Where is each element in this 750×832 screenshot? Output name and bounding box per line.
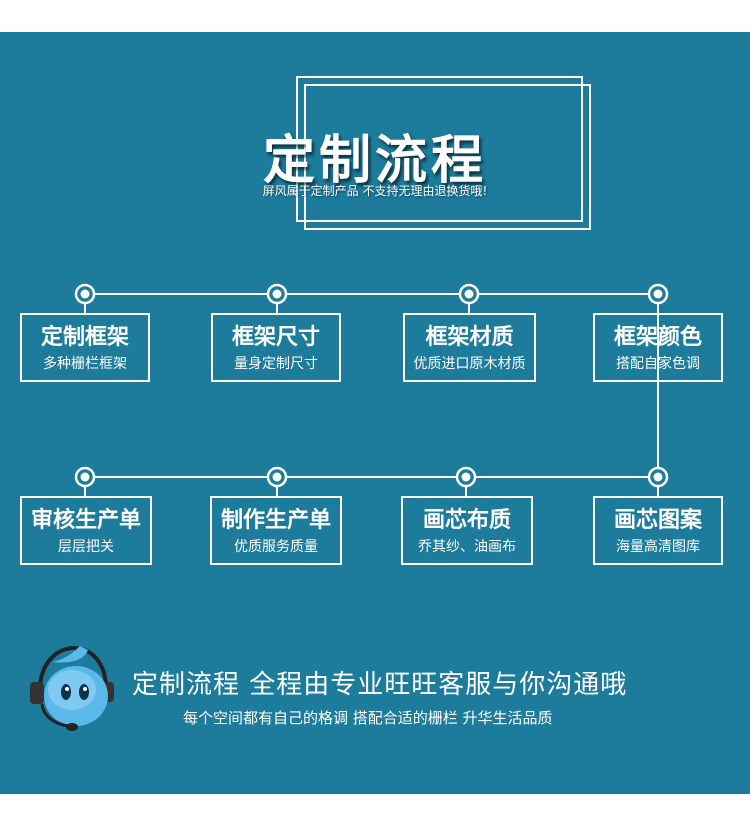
title-frame-front <box>304 84 591 230</box>
step-desc: 多种栅栏框架 <box>43 356 127 372</box>
step-title: 定制框架 <box>40 325 129 350</box>
footer-title: 定制流程 全程由专业旺旺客服与你沟通哦 <box>132 670 628 700</box>
customer-service-mascot-icon <box>30 645 114 731</box>
title-frame-back <box>296 76 583 222</box>
step-box-canvas-pattern: 画芯图案 海量高清图库 <box>593 496 723 565</box>
step-title: 框架材质 <box>425 325 514 350</box>
page-title: 定制流程 <box>262 131 487 191</box>
step-title: 画芯图案 <box>613 508 702 533</box>
step-title: 画芯布质 <box>422 508 511 533</box>
step-box-make-order: 制作生产单 优质服务质量 <box>210 496 342 565</box>
step-title: 审核生产单 <box>30 508 141 533</box>
content-panel <box>0 32 750 794</box>
footer-subtitle: 每个空间都有自己的格调 搭配合适的栅栏 升华生活品质 <box>183 709 553 727</box>
step-desc: 层层把关 <box>58 539 114 555</box>
step-box-review-order: 审核生产单 层层把关 <box>20 496 152 565</box>
step-box-custom-frame: 定制框架 多种栅栏框架 <box>20 313 150 382</box>
step-title: 框架颜色 <box>613 325 702 350</box>
step-desc: 搭配自家色调 <box>616 356 700 372</box>
step-desc: 优质服务质量 <box>234 539 318 555</box>
step-desc: 量身定制尺寸 <box>234 356 318 372</box>
step-desc: 海量高清图库 <box>616 539 700 555</box>
step-title: 框架尺寸 <box>231 325 320 350</box>
step-box-canvas-fabric: 画芯布质 乔其纱、油画布 <box>401 496 533 565</box>
step-title: 制作生产单 <box>220 508 331 533</box>
step-box-frame-size: 框架尺寸 量身定制尺寸 <box>211 313 341 382</box>
step-desc: 乔其纱、油画布 <box>418 539 516 555</box>
step-box-frame-color: 框架颜色 搭配自家色调 <box>593 313 723 382</box>
step-box-frame-material: 框架材质 优质进口原木材质 <box>403 313 536 382</box>
return-policy-note: 屏风属于定制产品 不支持无理由退换货哦! <box>262 184 488 198</box>
step-desc: 优质进口原木材质 <box>413 356 526 372</box>
